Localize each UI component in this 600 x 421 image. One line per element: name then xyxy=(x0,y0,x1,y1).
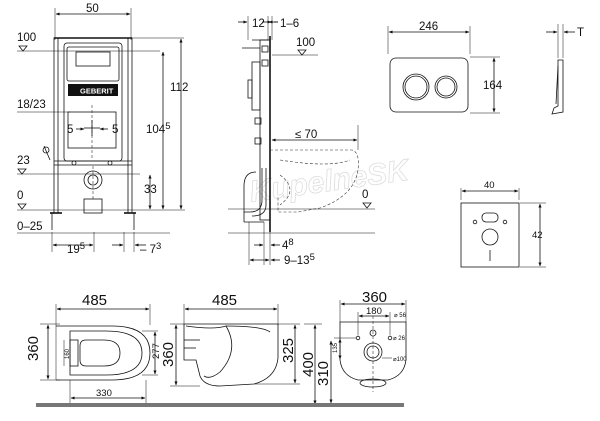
flush-plate-side: T xyxy=(546,24,584,115)
bowl-top-width-label: 485 xyxy=(82,292,107,309)
height-135-label: 135 xyxy=(333,342,339,353)
hole-plan-width-label: 40 xyxy=(484,180,495,191)
frame-side-view: 12 1–6 100 ≤ 70 0 xyxy=(228,16,375,267)
side-top-level-label: 100 xyxy=(296,37,315,49)
depth-range-label: 9–135 xyxy=(284,252,315,267)
distance-right-label: – 73 xyxy=(140,241,161,256)
wall-thickness-label: 1–6 xyxy=(280,18,299,30)
foot-depth-label: 48 xyxy=(282,237,294,252)
watermark: KupelneSK xyxy=(248,154,413,209)
top-level-label: 100 xyxy=(17,32,36,44)
hole-plan-height-label: 42 xyxy=(532,230,543,241)
bowl-back-width-label: 360 xyxy=(362,289,387,306)
flush-plate-front: 246 164 xyxy=(387,21,503,114)
bolt-b-label: ⌀ 26 xyxy=(393,336,406,342)
side-floor-label: 0 xyxy=(362,189,368,201)
bowl-side-view: 485 360 325 400 xyxy=(160,292,322,405)
pipe-diameter-label: ⌀100 xyxy=(393,357,407,363)
holes-spacing-label: 180 xyxy=(366,306,382,317)
bowl-depth-label: 360 xyxy=(25,336,42,361)
installation-hole-plan: 40 42 xyxy=(460,180,546,268)
seat-width-label: 160 xyxy=(65,348,71,359)
inlet-label: 23 xyxy=(17,155,30,167)
bowl-side-height-label: 360 xyxy=(160,342,177,367)
inner-length-label: 277 xyxy=(151,343,162,359)
offset-right-label: 5 xyxy=(112,124,118,136)
frame-front-view: 50 GEBERIT 5 5 xyxy=(17,3,188,256)
frame-width-label: 50 xyxy=(86,3,99,15)
plate-width-label: 246 xyxy=(419,21,438,33)
height-mid-label: 1045 xyxy=(146,121,170,136)
height-310-label: 310 xyxy=(315,361,332,386)
plate-height-label: 164 xyxy=(483,80,503,92)
side-depth-label: 12 xyxy=(252,18,265,30)
bowl-back-view: 360 180 ⌀ 56 ⌀ 26 ⌀100 135 310 xyxy=(315,289,407,404)
bowl-side-width-label: 485 xyxy=(212,292,237,309)
distance-left-label: 195 xyxy=(67,241,85,256)
base-length-label: 330 xyxy=(96,388,112,399)
flush-position-label: 18/23 xyxy=(17,99,46,111)
floor-level-label: 0 xyxy=(17,190,23,202)
offset-left-label: 5 xyxy=(67,124,73,136)
plate-thickness-label: T xyxy=(577,27,584,39)
floor-range-label: 0–25 xyxy=(17,221,43,233)
height-total-label: 112 xyxy=(170,82,188,94)
brand-logo: GEBERIT xyxy=(80,87,114,96)
projection-label: ≤ 70 xyxy=(295,129,317,141)
outlet-height-label: 33 xyxy=(144,184,157,196)
floor-line xyxy=(36,403,404,407)
bolt-diameter-label: ⌀ 56 xyxy=(394,313,407,319)
front-height-label: 325 xyxy=(280,338,297,363)
floor-height-label: 400 xyxy=(300,352,317,377)
bowl-top-view: 485 360 160 277 330 xyxy=(25,292,162,404)
